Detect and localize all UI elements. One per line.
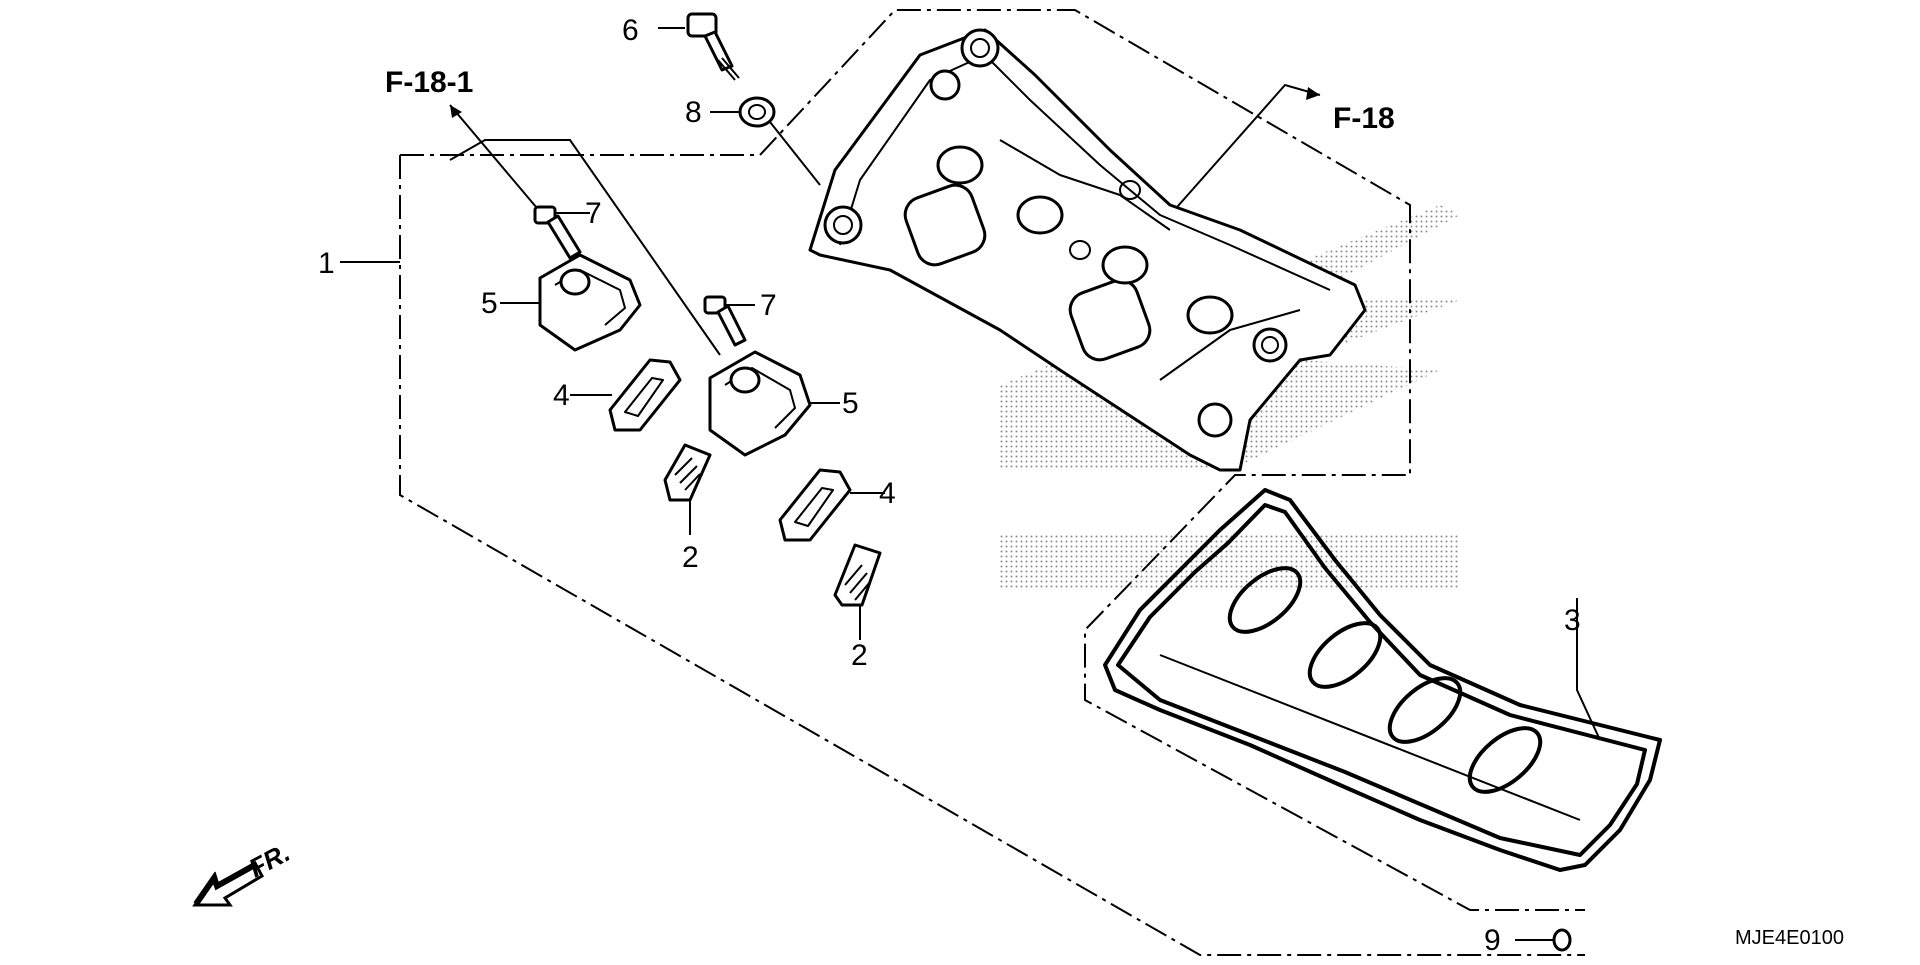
callout-4-right: 4 bbox=[879, 477, 896, 510]
callout-7-left: 7 bbox=[585, 197, 602, 230]
cylinder-head-cover bbox=[808, 28, 1367, 472]
reference-label-right: F-18 bbox=[1333, 102, 1395, 135]
bolt-7-left bbox=[533, 205, 590, 260]
bolt-9 bbox=[1515, 928, 1572, 952]
callout-1: 1 bbox=[318, 247, 335, 280]
coil-cover-5-left bbox=[500, 253, 642, 352]
callout-5-right: 5 bbox=[842, 387, 859, 420]
assembly-outline-1 bbox=[400, 9, 1585, 911]
callout-3: 3 bbox=[1564, 604, 1581, 637]
callout-2-right: 2 bbox=[851, 639, 868, 672]
assembly-outline-1-left bbox=[399, 155, 1585, 956]
callout-8: 8 bbox=[685, 96, 702, 129]
reference-bracket-left bbox=[449, 139, 721, 356]
coil-cover-5-right bbox=[708, 350, 840, 457]
reference-label-left: F-18-1 bbox=[385, 66, 473, 99]
callout-7-right: 7 bbox=[760, 289, 777, 322]
bolt-6 bbox=[658, 12, 740, 81]
diagram-code: MJE4E0100 bbox=[1735, 927, 1844, 949]
callout-5-left: 5 bbox=[481, 287, 498, 320]
seal-4-right bbox=[778, 468, 885, 542]
seal-4-left bbox=[570, 358, 682, 432]
front-direction-arrow-icon bbox=[192, 860, 265, 907]
callout-2-left: 2 bbox=[682, 541, 699, 574]
gasket-3 bbox=[1103, 488, 1662, 872]
reference-bracket-right bbox=[1169, 83, 1321, 216]
callout-6: 6 bbox=[622, 14, 639, 47]
callout-4-left: 4 bbox=[553, 379, 570, 412]
plug-cap-2-right bbox=[833, 543, 882, 640]
washer-8 bbox=[710, 96, 821, 186]
callout-9: 9 bbox=[1484, 924, 1501, 957]
plug-cap-2-left bbox=[663, 443, 712, 535]
bolt-7-right bbox=[703, 295, 755, 347]
